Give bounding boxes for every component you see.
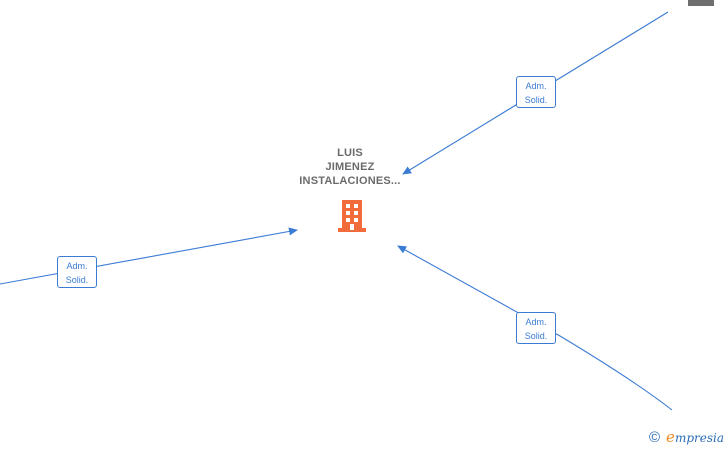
edge-label-role: Adm. <box>66 261 88 271</box>
edge-label-top-right[interactable]: Adm. Solid. <box>516 76 556 108</box>
edge-label-type: Solid. <box>65 275 89 285</box>
edge-label-type: Solid. <box>524 331 548 341</box>
copyright-icon: © <box>648 428 661 446</box>
edge-label-type: Solid. <box>524 95 548 105</box>
footer-credit: © empresia <box>649 428 724 446</box>
company-name-line-2: JIMENEZ <box>325 161 375 173</box>
edge-label-left[interactable]: Adm. Solid. <box>57 256 97 288</box>
edge-line-bottom-right <box>397 245 673 411</box>
company-name-line-3: INSTALACIONES... <box>299 175 401 187</box>
partial-node-top-right[interactable] <box>688 0 714 6</box>
brand-initial: e <box>666 428 675 446</box>
brand-name: mpresia <box>674 431 724 445</box>
company-name-line-1: LUIS <box>337 147 363 159</box>
company-node-label[interactable]: LUIS JIMENEZ INSTALACIONES... <box>270 146 430 188</box>
edge-label-role: Adm. <box>525 317 547 327</box>
edge-label-bottom-right[interactable]: Adm. Solid. <box>516 312 556 344</box>
building-icon[interactable] <box>336 198 368 232</box>
edge-label-role: Adm. <box>525 81 547 91</box>
brand-logo[interactable]: empresia <box>666 428 724 446</box>
edge-line-left <box>0 227 298 285</box>
